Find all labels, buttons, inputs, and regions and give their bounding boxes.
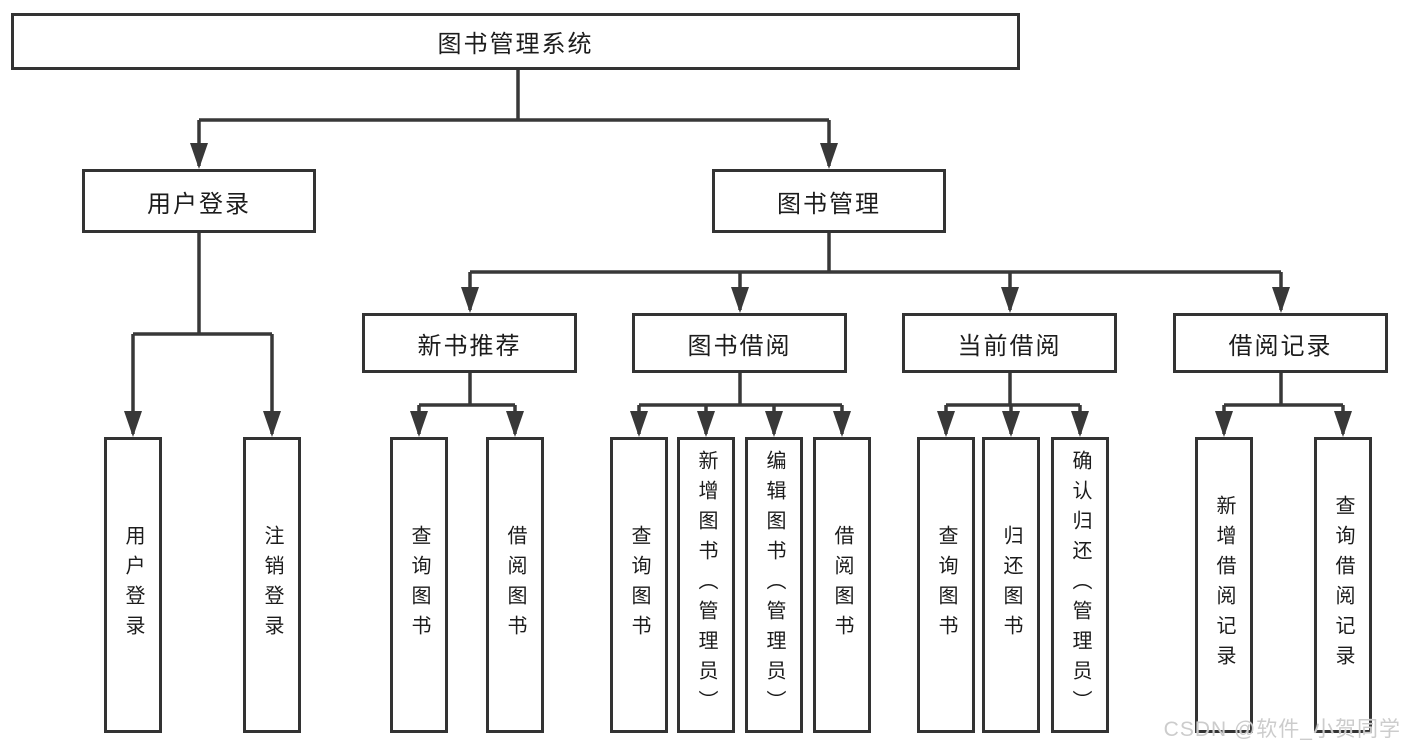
- leaf-recommend-borrow-books: 借阅图书: [486, 437, 544, 733]
- node-book-borrowing: 图书借阅: [632, 313, 847, 373]
- arrowheads: [124, 143, 1352, 437]
- leaf-recommend-query-books: 查询图书: [390, 437, 448, 733]
- leaf-records-add-borrow-record-label: 新增借阅记录: [1213, 495, 1235, 675]
- leaf-records-query-borrow-record-label: 查询借阅记录: [1332, 495, 1354, 675]
- node-root-label: 图书管理系统: [437, 31, 594, 58]
- leaf-current-return-books-label: 归还图书: [1000, 525, 1022, 645]
- leaf-borrowing-borrow-books: 借阅图书: [813, 437, 871, 733]
- leaf-current-confirm-return-admin: 确认归还（管理员）: [1051, 437, 1109, 733]
- leaf-logout-label: 注销登录: [261, 525, 283, 645]
- node-user-login-label: 用户登录: [147, 190, 251, 218]
- node-book-management: 图书管理: [712, 169, 946, 233]
- leaf-borrowing-edit-books-admin-label: 编辑图书（管理员）: [763, 450, 785, 720]
- node-root-library-management-system: 图书管理系统: [11, 13, 1020, 70]
- node-book-management-label: 图书管理: [777, 190, 881, 218]
- leaf-borrowing-edit-books-admin: 编辑图书（管理员）: [745, 437, 803, 733]
- node-user-login: 用户登录: [82, 169, 316, 233]
- leaf-borrowing-query-books-label: 查询图书: [628, 525, 650, 645]
- leaf-user-login-label: 用户登录: [122, 525, 144, 645]
- leaf-recommend-query-books-label: 查询图书: [408, 525, 430, 645]
- node-current-borrowing-label: 当前借阅: [957, 332, 1062, 360]
- leaf-records-add-borrow-record: 新增借阅记录: [1195, 437, 1253, 733]
- tree-edges: [131, 70, 1345, 434]
- leaf-user-login: 用户登录: [104, 437, 162, 733]
- csdn-watermark: CSDN @软件_小贺同学: [1163, 718, 1401, 741]
- leaf-recommend-borrow-books-label: 借阅图书: [504, 525, 526, 645]
- leaf-borrowing-borrow-books-label: 借阅图书: [831, 525, 853, 645]
- leaf-current-query-books: 查询图书: [917, 437, 975, 733]
- leaf-borrowing-query-books: 查询图书: [610, 437, 668, 733]
- leaf-current-return-books: 归还图书: [982, 437, 1040, 733]
- node-current-borrowing: 当前借阅: [902, 313, 1117, 373]
- leaf-records-query-borrow-record: 查询借阅记录: [1314, 437, 1372, 733]
- node-new-book-recommend: 新书推荐: [362, 313, 577, 373]
- node-borrowing-records-label: 借阅记录: [1228, 332, 1333, 360]
- node-book-borrowing-label: 图书借阅: [687, 332, 792, 360]
- leaf-current-confirm-return-admin-label: 确认归还（管理员）: [1069, 450, 1091, 720]
- leaf-logout: 注销登录: [243, 437, 301, 733]
- node-new-book-recommend-label: 新书推荐: [417, 332, 522, 360]
- leaf-borrowing-add-books-admin-label: 新增图书（管理员）: [695, 450, 717, 720]
- leaf-current-query-books-label: 查询图书: [935, 525, 957, 645]
- node-borrowing-records: 借阅记录: [1173, 313, 1388, 373]
- leaf-borrowing-add-books-admin: 新增图书（管理员）: [677, 437, 735, 733]
